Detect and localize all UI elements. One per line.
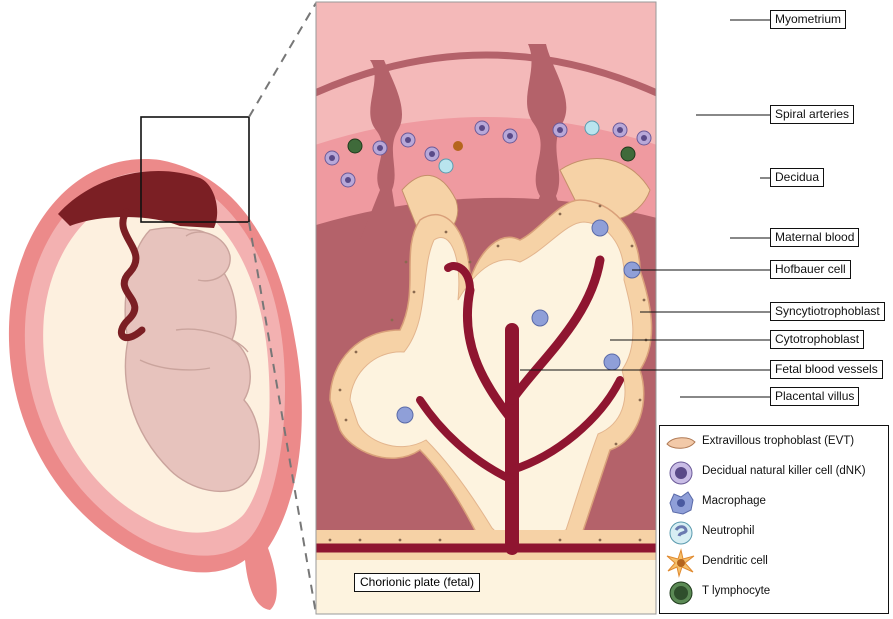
label-hofbauer-cell: Hofbauer cell <box>770 260 851 279</box>
label-fetal-blood-vessels: Fetal blood vessels <box>770 360 883 379</box>
label-myometrium: Myometrium <box>770 10 847 29</box>
legend-row-macrophage: Macrophage <box>660 488 888 518</box>
label-syncytiotrophoblast: Syncytiotrophoblast <box>770 302 885 321</box>
leader-lines <box>520 19 770 398</box>
legend-row-evt: Extravillous trophoblast (EVT) <box>660 428 888 458</box>
legend-label-dnk: Decidual natural killer cell (dNK) <box>702 465 866 477</box>
legend-label-dendritic: Dendritic cell <box>702 555 768 567</box>
legend-label-macrophage: Macrophage <box>702 495 766 507</box>
umbilical-cord <box>118 208 146 342</box>
evt-icon <box>666 437 696 449</box>
legend-row-neutrophil: Neutrophil <box>660 518 888 548</box>
legend-row-dendritic: Dendritic cell <box>660 548 888 578</box>
dnk-icon <box>669 461 693 485</box>
trophoblast-nuclei <box>328 204 648 542</box>
label-cytotrophoblast: Cytotrophoblast <box>770 330 865 349</box>
decidual-cells <box>324 120 652 188</box>
legend: Extravillous trophoblast (EVT) Decidual … <box>659 425 889 614</box>
uterus-illustration <box>8 2 317 615</box>
hofbauer-cells <box>396 219 641 424</box>
fetus <box>124 227 260 493</box>
spiral-arteries <box>360 44 572 240</box>
label-spiral-arteries: Spiral arteries <box>770 105 855 124</box>
zoom-box <box>140 116 250 223</box>
legend-label-evt: Extravillous trophoblast (EVT) <box>702 435 855 447</box>
placenta-left <box>58 170 218 228</box>
label-chorionic-plate: Chorionic plate (fetal) <box>354 573 481 592</box>
label-maternal-blood: Maternal blood <box>770 228 860 247</box>
legend-row-dnk: Decidual natural killer cell (dNK) <box>660 458 888 488</box>
placenta-detail-panel <box>316 2 656 614</box>
legend-row-t-lymphocyte: T lymphocyte <box>660 578 888 608</box>
legend-label-neutrophil: Neutrophil <box>702 525 755 537</box>
label-decidua: Decidua <box>770 168 825 187</box>
neutrophil-icon <box>669 521 693 545</box>
legend-label-t-lymphocyte: T lymphocyte <box>702 585 771 597</box>
macrophage-icon <box>669 491 694 515</box>
dendritic-icon <box>666 548 695 578</box>
label-placental-villus: Placental villus <box>770 387 860 406</box>
fetal-blood-vessels <box>316 255 656 555</box>
t-lymphocyte-icon <box>669 581 693 605</box>
